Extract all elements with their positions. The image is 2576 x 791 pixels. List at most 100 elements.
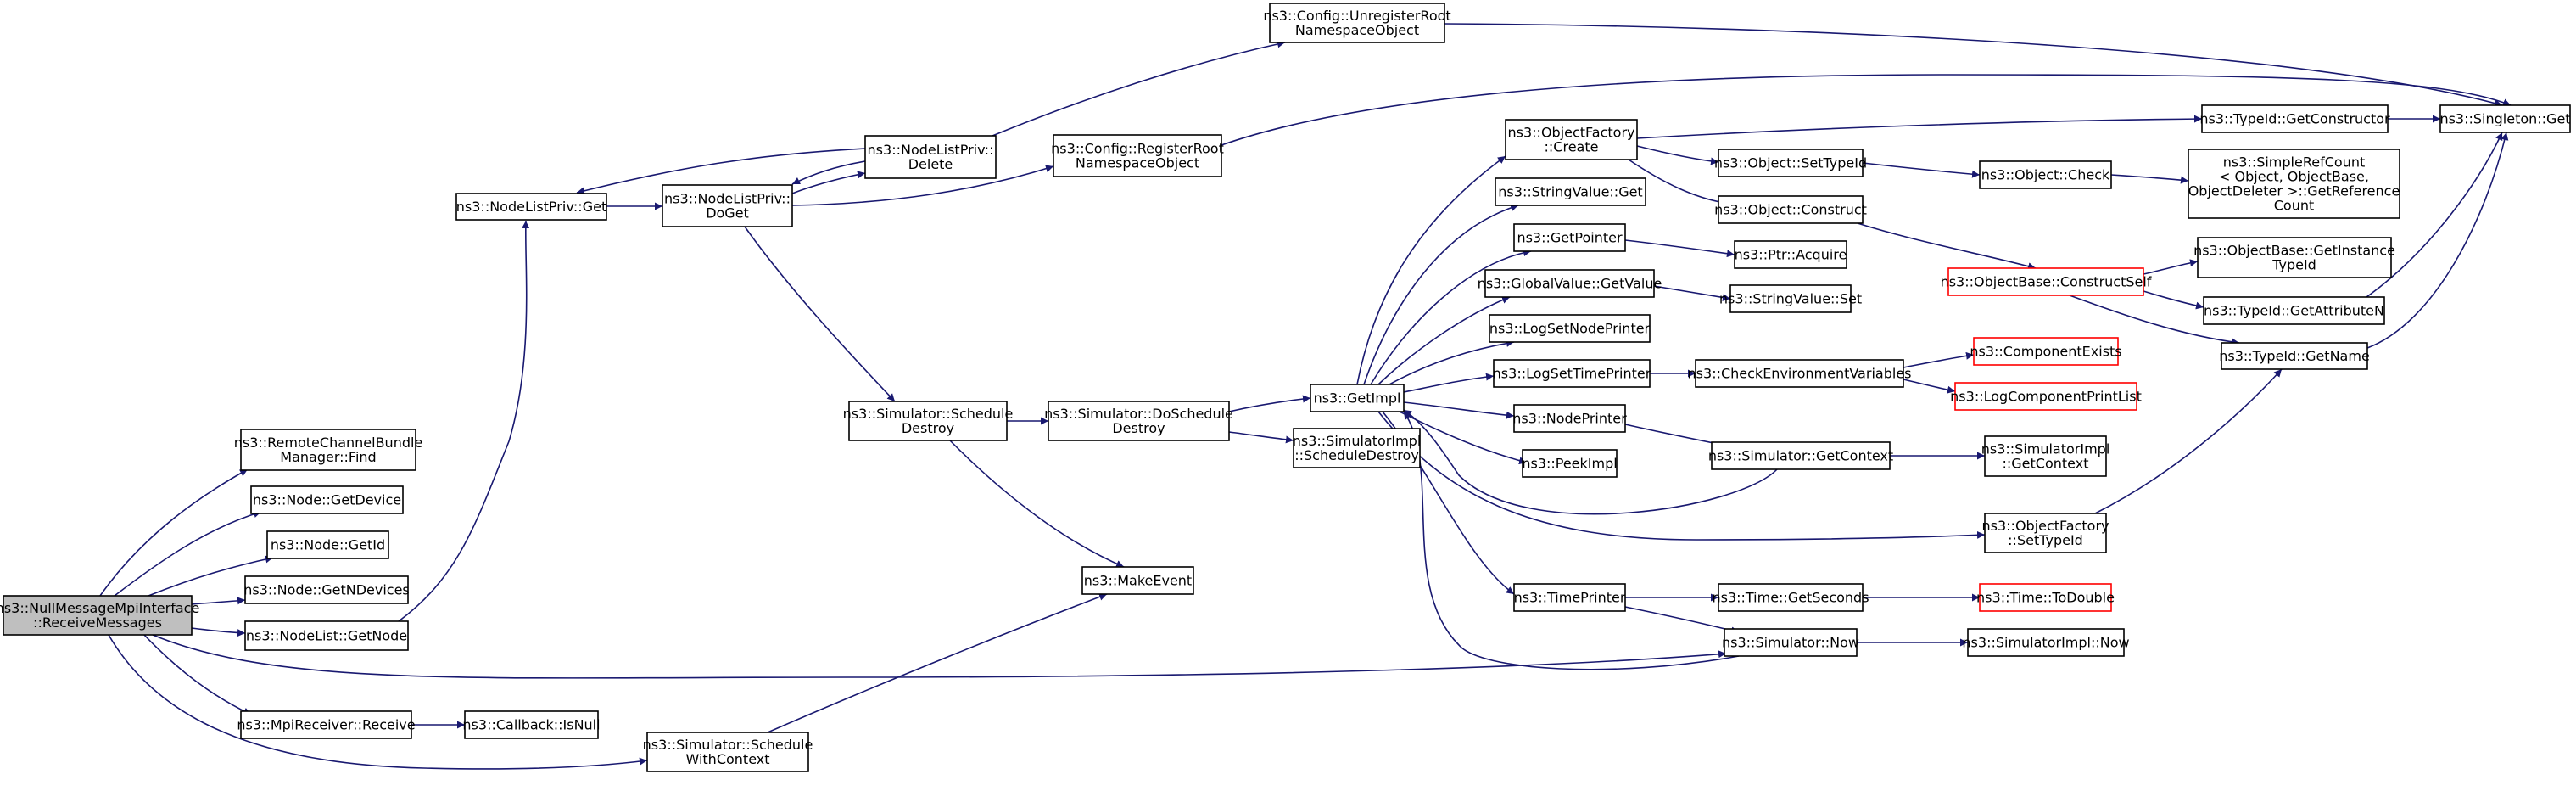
node-node-getid[interactable]: ns3::Node::GetId <box>266 530 389 559</box>
edge-getimpl-to-nodeprinter <box>1403 401 1515 419</box>
node-box <box>1310 384 1405 412</box>
node-node-getdevice[interactable]: ns3::Node::GetDevice <box>250 485 404 514</box>
node-peekimpl[interactable]: ns3::PeekImpl <box>1522 449 1618 478</box>
node-nlp-doget[interactable]: ns3::NodeListPriv::DoGet <box>662 184 793 227</box>
node-typeid-getattributen[interactable]: ns3::TypeId::GetAttributeN <box>2203 296 2385 325</box>
node-time-getseconds[interactable]: ns3::Time::GetSeconds <box>1712 583 1869 612</box>
call-edges <box>99 23 2512 770</box>
node-root[interactable]: ns3::NullMessageMpiInterface::ReceiveMes… <box>0 595 199 636</box>
node-label-line: ns3::TypeId::GetAttributeN <box>2204 303 2384 319</box>
node-box <box>1979 583 2112 612</box>
node-label-line: ns3::TypeId::GetName <box>2219 348 2370 364</box>
edge-checkenv-to-componentexists <box>1903 351 1975 368</box>
edge-getimpl-to-globalvalue-getvalue <box>1377 296 1511 385</box>
node-callback-isnull[interactable]: ns3::Callback::IsNull <box>462 710 601 739</box>
node-objfactory-settypeid[interactable]: ns3::ObjectFactory::SetTypeId <box>1982 513 2109 553</box>
node-box <box>864 135 997 179</box>
node-timeprinter[interactable]: ns3::TimePrinter <box>1513 583 1626 612</box>
edge-sim-now-to-getimpl <box>1403 411 1740 670</box>
edge-objfactory-create-to-object-settypeid <box>1636 145 1719 165</box>
node-logcomponentprintlist[interactable]: ns3::LogComponentPrintList <box>1950 382 2142 411</box>
node-checkenv[interactable]: ns3::CheckEnvironmentVariables <box>1688 359 1912 388</box>
node-logsetnodeprinter[interactable]: ns3::LogSetNodePrinter <box>1489 314 1651 343</box>
node-componentexists[interactable]: ns3::ComponentExists <box>1970 337 2122 366</box>
node-label-line: ns3::ObjectBase::ConstructSelf <box>1941 274 2152 290</box>
node-nodelist-getnode[interactable]: ns3::NodeList::GetNode <box>244 620 409 651</box>
node-box <box>464 710 599 739</box>
node-cfg-unregister[interactable]: ns3::Config::UnregisterRootNamespaceObje… <box>1263 3 1451 43</box>
node-typeid-getconstructor[interactable]: ns3::TypeId::GetConstructor <box>2199 104 2390 133</box>
node-label-line: ns3::LogSetNodePrinter <box>1489 321 1651 337</box>
node-singleton-get[interactable]: ns3::Singleton::Get <box>2439 104 2571 133</box>
node-simimpl-now[interactable]: ns3::SimulatorImpl::Now <box>1962 628 2130 657</box>
node-label-line: ns3::NullMessageMpiInterface <box>0 600 199 616</box>
node-label-line: ns3::SimpleRefCount <box>2223 154 2365 171</box>
node-object-settypeid[interactable]: ns3::Object::SetTypeId <box>1714 149 1867 177</box>
node-box <box>2197 237 2392 278</box>
node-nlp-get[interactable]: ns3::NodeListPriv::Get <box>455 193 607 221</box>
node-label-line: ns3::Object::Construct <box>1714 202 1867 218</box>
node-typeid-getname[interactable]: ns3::TypeId::GetName <box>2219 342 2370 370</box>
node-label-line: ns3::StringValue::Get <box>1498 184 1642 200</box>
node-label-line: ns3::Node::GetId <box>271 537 385 553</box>
node-box <box>1293 428 1421 468</box>
node-makeevent[interactable]: ns3::MakeEvent <box>1081 566 1194 595</box>
node-label-line: TypeId <box>2271 257 2316 273</box>
node-label-line: ns3::TypeId::GetConstructor <box>2199 111 2390 127</box>
edge-root-to-rcbm-find <box>99 468 249 597</box>
node-nlp-delete[interactable]: ns3::NodeListPriv::Delete <box>864 135 997 179</box>
edge-sim-schedule-withcontext-to-makeevent <box>767 592 1108 733</box>
node-stringvalue-get[interactable]: ns3::StringValue::Get <box>1495 177 1646 206</box>
node-label-line: ns3::ObjectFactory <box>1508 125 1635 141</box>
edge-getimpl-to-logsettimeprinter <box>1403 373 1495 393</box>
node-box <box>244 575 409 604</box>
node-simimpl-schedule-destroy[interactable]: ns3::SimulatorImpl::ScheduleDestroy <box>1293 428 1422 468</box>
node-label-line: ns3::SimulatorImpl <box>1293 433 1422 449</box>
node-logsettimeprinter[interactable]: ns3::LogSetTimePrinter <box>1493 359 1651 388</box>
node-label-line: Manager::Find <box>280 449 376 465</box>
node-box <box>1724 628 1858 657</box>
node-simimpl-getcontext[interactable]: ns3::SimulatorImpl::GetContext <box>1981 435 2110 477</box>
node-label-line: ns3::Simulator::Now <box>1722 635 1859 651</box>
node-box <box>1522 449 1618 478</box>
node-box <box>455 193 607 221</box>
node-nodeprinter[interactable]: ns3::NodePrinter <box>1512 404 1627 433</box>
node-label-line: ::SetTypeId <box>2008 532 2083 548</box>
node-objfactory-create[interactable]: ns3::ObjectFactory::Create <box>1505 119 1638 160</box>
node-box <box>1513 404 1626 433</box>
node-simplerefcount[interactable]: ns3::SimpleRefCount< Object, ObjectBase,… <box>2188 149 2400 219</box>
node-box <box>250 485 404 514</box>
node-label-line: ns3::Simulator::DoSchedule <box>1044 406 1233 422</box>
node-sim-getcontext[interactable]: ns3::Simulator::GetContext <box>1708 441 1893 470</box>
node-getpointer[interactable]: ns3::GetPointer <box>1513 223 1626 252</box>
edge-getimpl-to-stringvalue-get <box>1363 204 1519 385</box>
node-object-check[interactable]: ns3::Object::Check <box>1979 160 2112 189</box>
node-object-construct[interactable]: ns3::Object::Construct <box>1714 195 1867 224</box>
node-box <box>1984 513 2107 553</box>
node-objectbase-constructself[interactable]: ns3::ObjectBase::ConstructSelf <box>1941 267 2152 296</box>
node-label-line: NamespaceObject <box>1295 22 1419 38</box>
edge-objectbase-constructself-to-objectbase-getinstancetypeid <box>2143 259 2199 275</box>
node-label-line: NamespaceObject <box>1076 155 1199 171</box>
node-globalvalue-getvalue[interactable]: ns3::GlobalValue::GetValue <box>1478 269 1662 298</box>
edge-nlp-delete-to-nlp-doget <box>791 160 866 185</box>
node-sim-now[interactable]: ns3::Simulator::Now <box>1722 628 1859 657</box>
edge-cfg-unregister-to-singleton-get <box>1444 23 2503 107</box>
node-label-line: ns3::TimePrinter <box>1514 590 1626 606</box>
node-stringvalue-set[interactable]: ns3::StringValue::Set <box>1719 284 1862 313</box>
edge-object-check-to-simplerefcount <box>2110 174 2189 184</box>
node-mpireceiver-receive[interactable]: ns3::MpiReceiver::Receive <box>237 710 416 739</box>
node-label-line: ns3::Object::Check <box>1981 167 2110 183</box>
node-time-todouble[interactable]: ns3::Time::ToDouble <box>1976 583 2115 612</box>
node-sim-schedule-destroy[interactable]: ns3::Simulator::ScheduleDestroy <box>843 401 1014 441</box>
node-node-getndevices[interactable]: ns3::Node::GetNDevices <box>243 575 410 604</box>
node-getimpl[interactable]: ns3::GetImpl <box>1310 384 1405 412</box>
node-box <box>1967 628 2125 657</box>
node-ptr-acquire[interactable]: ns3::Ptr::Acquire <box>1734 240 1847 269</box>
node-label-line: ns3::Object::SetTypeId <box>1714 155 1867 171</box>
